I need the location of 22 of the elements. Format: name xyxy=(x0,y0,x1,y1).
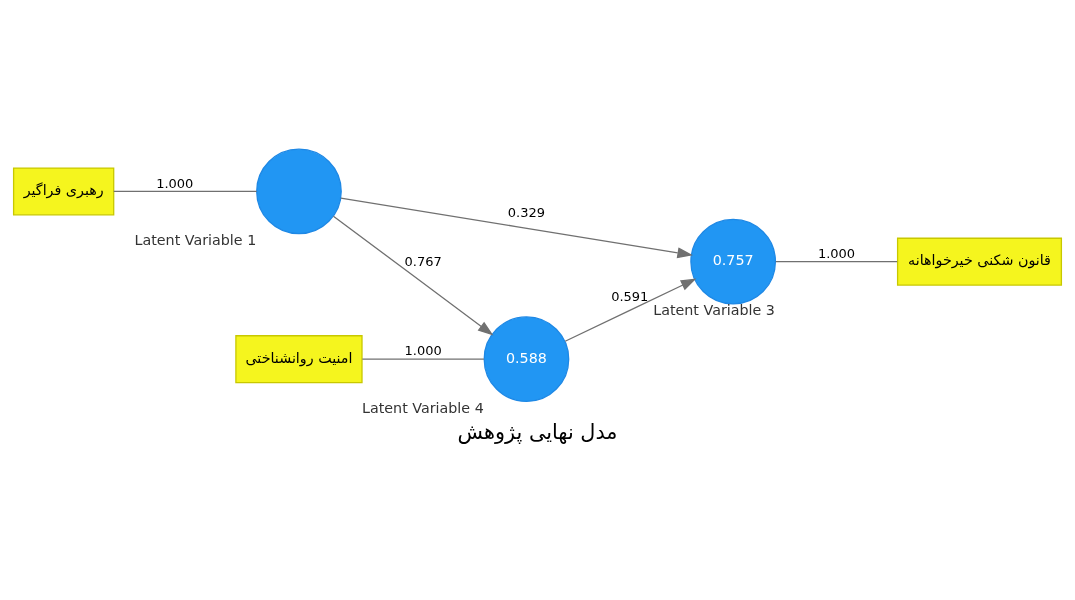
connector xyxy=(113,190,258,193)
edge-label: 1.000 xyxy=(404,343,442,359)
edge-label: 0.767 xyxy=(404,253,442,269)
node-box: قانون شکنی خیرخواهانه xyxy=(896,237,1063,286)
node-label: Latent Variable 4 xyxy=(362,399,484,416)
node-box: رهبری فراگیر xyxy=(12,167,115,216)
arrow xyxy=(564,278,697,342)
edge-label: 1.000 xyxy=(817,245,856,261)
arrow xyxy=(340,197,693,259)
edge-label: 0.329 xyxy=(507,205,546,221)
arrow xyxy=(332,215,494,336)
node-circle: 0.757 xyxy=(690,218,777,305)
caption: مدل نهایی پژوهش xyxy=(457,419,618,444)
node-label: Latent Variable 3 xyxy=(653,302,775,319)
connector xyxy=(361,358,485,360)
edge-label: 0.591 xyxy=(611,288,649,304)
node-box: امنیت روانشناختی xyxy=(235,335,363,384)
node-label: Latent Variable 1 xyxy=(134,232,257,249)
connector xyxy=(775,261,898,263)
node-circle: 0.588 xyxy=(483,316,570,403)
edge-label: 1.000 xyxy=(156,175,194,191)
node-circle xyxy=(256,148,342,235)
